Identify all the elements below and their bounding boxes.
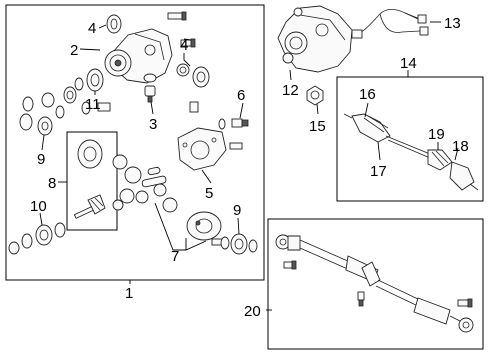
seal-9-left xyxy=(19,113,53,136)
callout-3: 3 xyxy=(149,116,157,133)
shim-stack-mid xyxy=(55,101,111,119)
callout-2: 2 xyxy=(70,42,78,59)
bolt-6 xyxy=(218,118,249,130)
callout-7: 7 xyxy=(171,248,179,265)
propeller-shaft-20 xyxy=(275,234,474,333)
rear-diff-assembly-12 xyxy=(277,5,353,73)
seal-4-right xyxy=(176,63,210,88)
callout-19: 19 xyxy=(428,126,445,143)
bolt-top xyxy=(167,11,187,21)
bearing-11 xyxy=(74,68,104,92)
pinion-gear-8 xyxy=(73,139,106,219)
callout-4-right: 4 xyxy=(180,37,188,54)
callout-9-left: 9 xyxy=(37,151,45,168)
callout-17: 17 xyxy=(370,163,387,180)
drive-shaft-box xyxy=(336,76,484,202)
seal-4-upper xyxy=(106,14,122,34)
bearing-stack-upper xyxy=(22,86,77,112)
callout-4-upper: 4 xyxy=(88,20,96,37)
leader-lines xyxy=(39,21,459,311)
pinion-gear-box xyxy=(66,131,118,231)
sensor-harness-13 xyxy=(351,8,429,39)
callout-12: 12 xyxy=(282,82,299,99)
bolt-prop-mid xyxy=(357,291,365,307)
propeller-shaft-box xyxy=(267,218,484,350)
callout-labels: 1 2 3 4 4 5 6 7 8 9 9 10 11 12 13 14 15 … xyxy=(30,15,469,320)
callout-14: 14 xyxy=(400,55,417,72)
callout-8: 8 xyxy=(48,175,56,192)
drive-shaft-14 xyxy=(343,113,479,191)
nut-15 xyxy=(306,85,324,106)
callout-13: 13 xyxy=(444,15,461,32)
differential-carrier xyxy=(104,28,173,84)
bearing-10 xyxy=(8,222,66,255)
callout-11: 11 xyxy=(85,96,101,113)
breather-plug-3 xyxy=(143,73,157,103)
callout-10: 10 xyxy=(30,198,47,215)
callout-1: 1 xyxy=(125,285,133,302)
callout-6: 6 xyxy=(237,87,245,104)
callout-16: 16 xyxy=(359,86,376,103)
bolt-prop-right xyxy=(457,298,473,308)
bearing-9-right xyxy=(220,233,258,255)
callout-18: 18 xyxy=(452,138,469,155)
bolt-right-upper xyxy=(180,38,196,48)
callout-20: 20 xyxy=(244,303,261,320)
callout-15: 15 xyxy=(309,118,326,135)
diff-cover-5 xyxy=(177,101,243,171)
bolt-prop-left xyxy=(283,260,297,270)
diff-case xyxy=(186,211,223,246)
callout-5: 5 xyxy=(205,185,213,202)
pinion-shaft-7 xyxy=(141,166,167,188)
differential-assembly-box xyxy=(5,4,265,281)
side-gears xyxy=(112,154,178,213)
callout-9-right: 9 xyxy=(233,202,241,219)
